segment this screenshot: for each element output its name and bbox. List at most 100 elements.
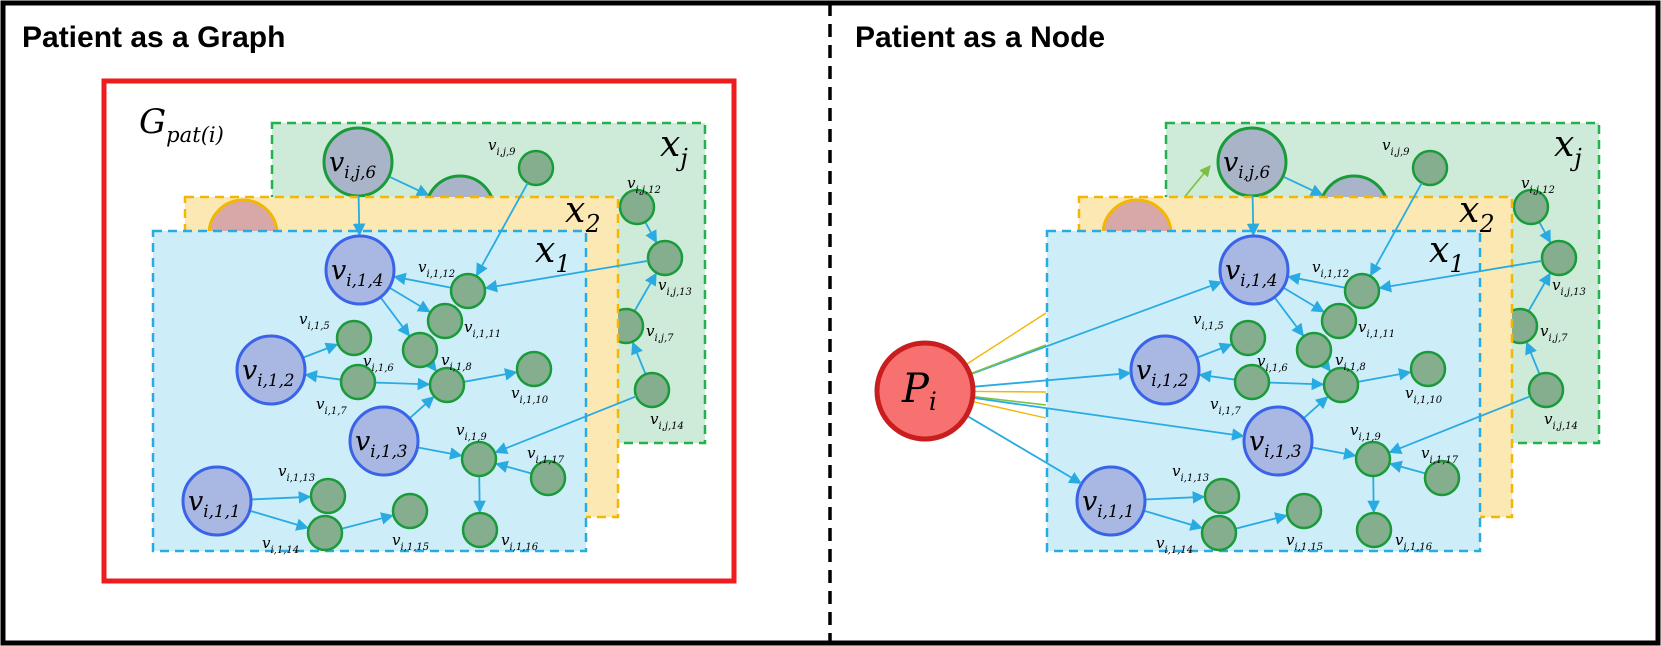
node-label-j6: vi,j,6 xyxy=(329,147,376,182)
node-label-n10: vi,1,10 xyxy=(511,384,549,406)
edge-patient-to-hidden-layer xyxy=(971,400,1047,419)
edge xyxy=(1369,182,1423,277)
edge-patient-to-n3 xyxy=(972,396,1245,441)
edge xyxy=(393,272,452,289)
node-label-j14: vi,j,14 xyxy=(1544,410,1578,432)
layer-label-x2: x2 xyxy=(1459,190,1495,238)
node-label-n10: vi,1,10 xyxy=(1405,384,1443,406)
node-label-j14: vi,j,14 xyxy=(650,410,684,432)
node-label-n5: vi,1,5 xyxy=(299,310,330,332)
edge-patient-to-hidden-layer xyxy=(972,395,1047,406)
node-n13 xyxy=(1203,477,1241,515)
node-n1 xyxy=(181,465,253,537)
node-label-n16: vi,1,16 xyxy=(1395,531,1433,553)
patient-node-label: Pi xyxy=(901,366,937,416)
node-n5 xyxy=(1229,319,1267,357)
node-j9 xyxy=(517,149,555,187)
edge xyxy=(1282,175,1324,196)
node-n5 xyxy=(335,319,373,357)
node-n16 xyxy=(461,511,499,549)
node-n2 xyxy=(235,334,307,406)
node-j12 xyxy=(1512,188,1550,226)
right-patient-graph: vi,j,6vi,j,9vi,j,12vi,j,13vi,j,7vi,j,14x… xyxy=(1045,121,1601,556)
node-n12 xyxy=(1343,272,1381,310)
node-label-n6: vi,1,6 xyxy=(1257,352,1288,374)
edge xyxy=(631,341,647,375)
edge xyxy=(633,272,657,312)
edge xyxy=(1378,259,1543,293)
edge xyxy=(475,182,529,277)
layer-label-x2: x2 xyxy=(565,190,601,238)
patient-graph-box xyxy=(101,78,737,584)
edge xyxy=(417,446,463,460)
edge xyxy=(1311,446,1357,460)
node-label-n14: vi,1,14 xyxy=(1156,534,1193,556)
node-label-n4: vi,1,4 xyxy=(331,255,384,290)
edge xyxy=(352,195,366,237)
edge xyxy=(1268,377,1325,391)
node-label-n11: vi,1,11 xyxy=(1358,318,1395,340)
node-n7 xyxy=(1233,363,1271,401)
node-n10 xyxy=(515,350,553,388)
node-label-j9: vi,j,9 xyxy=(1382,136,1410,158)
node-label-n16: vi,1,16 xyxy=(501,531,539,553)
node-n4 xyxy=(1218,234,1290,306)
node-label-n8: vi,1,8 xyxy=(1335,351,1366,373)
edge xyxy=(1538,221,1552,244)
node-j14 xyxy=(1527,371,1565,409)
edge xyxy=(304,370,342,383)
node-label-n8: vi,1,8 xyxy=(441,351,472,373)
layer-label-x1: x1 xyxy=(535,230,571,278)
node-n11 xyxy=(1320,302,1358,340)
node-n10 xyxy=(1409,350,1447,388)
node-n6 xyxy=(401,331,439,369)
edge xyxy=(1367,475,1380,514)
edge xyxy=(379,296,410,337)
left-panel-title: Patient as a Graph xyxy=(22,21,285,54)
node-n7 xyxy=(339,363,377,401)
node-label-n5: vi,1,5 xyxy=(1193,310,1224,332)
node-label-j13: vi,j,13 xyxy=(1552,276,1586,298)
node-label-n17: vi,1,17 xyxy=(1421,444,1459,466)
node-n9 xyxy=(1354,440,1392,478)
edge xyxy=(388,286,431,313)
node-label-n11: vi,1,11 xyxy=(464,318,501,340)
edge xyxy=(1282,286,1325,313)
edge xyxy=(1235,512,1288,530)
node-n15 xyxy=(391,492,429,530)
node-label-n6: vi,1,6 xyxy=(363,352,394,374)
node-label-j7: vi,j,7 xyxy=(646,322,674,344)
edge-patient-to-n2 xyxy=(972,367,1132,388)
node-n17 xyxy=(529,459,567,497)
node-label-j13: vi,j,13 xyxy=(658,276,692,298)
edge xyxy=(1198,370,1236,383)
node-n8 xyxy=(428,366,466,404)
node-n3 xyxy=(348,405,420,477)
layer-label-x1: x1 xyxy=(1429,230,1465,278)
edge xyxy=(1388,395,1531,454)
node-n1 xyxy=(1075,465,1147,537)
edge xyxy=(1287,272,1346,289)
node-n14 xyxy=(306,514,344,552)
edge xyxy=(484,259,649,293)
node-n17 xyxy=(1423,459,1461,497)
node-n6 xyxy=(1295,331,1333,369)
edge xyxy=(374,377,431,391)
edge xyxy=(388,175,430,196)
node-label-j6: vi,j,6 xyxy=(1223,147,1270,182)
node-label-n1: vi,1,1 xyxy=(188,486,241,521)
edge xyxy=(408,396,435,420)
edge xyxy=(463,368,518,383)
node-label-j12: vi,j,12 xyxy=(627,174,661,196)
right-panel-title: Patient as a Node xyxy=(855,21,1105,54)
left-patient-graph: vi,j,6vi,j,9vi,j,12vi,j,13vi,j,7vi,j,14x… xyxy=(151,121,707,556)
node-label-n13: vi,1,13 xyxy=(1172,462,1209,484)
node-label-n14: vi,1,14 xyxy=(262,534,299,556)
node-n3 xyxy=(1242,405,1314,477)
node-label-n1: vi,1,1 xyxy=(1082,486,1135,521)
edge xyxy=(1527,272,1551,312)
node-j12 xyxy=(618,188,656,226)
edge xyxy=(1357,368,1412,383)
